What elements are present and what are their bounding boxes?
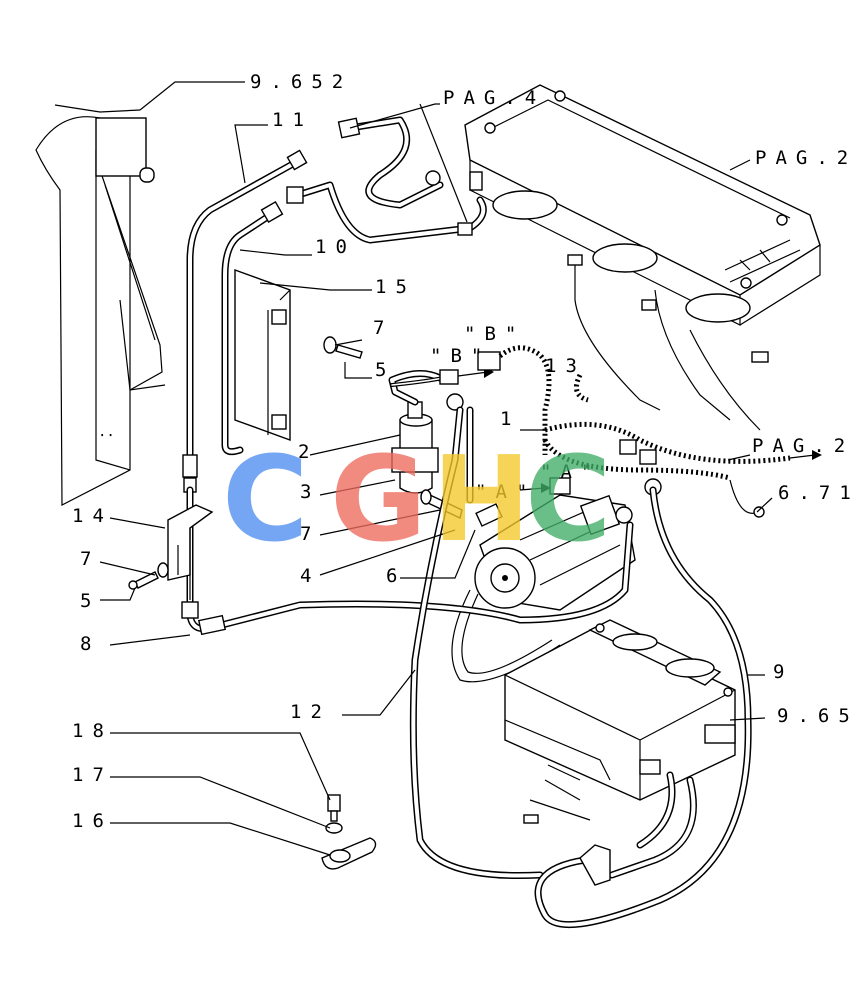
hoses-8-12	[181, 406, 634, 880]
label-4: 4	[300, 565, 320, 587]
label-7-left: 7	[80, 548, 100, 570]
label-2: 2	[298, 441, 318, 463]
label-10: 10	[315, 236, 356, 258]
label-13: 13	[545, 355, 586, 377]
label-a-lower: "A"	[475, 481, 536, 503]
label-9: 9	[773, 661, 793, 683]
cab-panel: ⋅⋅	[35, 104, 166, 506]
label-9-652: 9.652	[250, 71, 352, 93]
svg-text:⋅⋅: ⋅⋅	[98, 428, 115, 444]
label-14: 14	[72, 505, 113, 527]
watermark-letter-2: G	[330, 430, 427, 568]
label-b-upper: "B"	[464, 323, 525, 345]
label-16: 16	[72, 810, 113, 832]
label-8: 8	[80, 633, 100, 655]
hose-9	[534, 486, 752, 929]
label-7-top: 7	[373, 317, 393, 339]
hoses-11-10	[182, 149, 308, 493]
harness-b	[390, 345, 552, 455]
label-9-65: 9.65	[777, 705, 859, 727]
watermark-letter-4: C	[525, 430, 612, 568]
hvac-box	[504, 619, 736, 824]
label-6: 6	[386, 565, 406, 587]
receiver-drier	[388, 370, 464, 519]
label-b-lower: "B"	[430, 345, 491, 367]
label-pag2-mid: PAG.2	[752, 435, 854, 457]
label-3: 3	[300, 481, 320, 503]
bracket-14	[128, 504, 214, 600]
bracket-15	[234, 269, 291, 441]
pag4-hoses	[286, 116, 487, 244]
watermark-letter-1: C	[222, 430, 309, 568]
label-pag4: PAG.4	[443, 87, 545, 109]
callout-labels: 9.652 PAG.4 PAG.2 11 10 15 7 5 "B" "B" 1…	[72, 71, 860, 832]
watermark-logo: C G H C	[222, 430, 612, 568]
label-11: 11	[272, 109, 313, 131]
label-12: 12	[290, 701, 331, 723]
label-a-upper: "A"	[540, 461, 601, 483]
label-5-left: 5	[80, 590, 100, 612]
label-15: 15	[375, 276, 416, 298]
clamp-16-17-18	[321, 794, 377, 870]
bolt-washer-top	[323, 336, 363, 359]
watermark-letter-3: H	[432, 430, 531, 568]
label-pag2-top: PAG.2	[755, 147, 857, 169]
label-5-top: 5	[375, 359, 395, 381]
leader-lines	[99, 81, 773, 856]
label-7-mid: 7	[300, 523, 320, 545]
label-6-71: 6.71	[778, 482, 860, 504]
label-17: 17	[72, 764, 113, 786]
evaporator-unit	[464, 84, 821, 326]
label-18: 18	[72, 720, 113, 742]
label-1: 1	[500, 408, 520, 430]
compressor	[474, 477, 662, 611]
wiring-pag2	[542, 254, 822, 518]
